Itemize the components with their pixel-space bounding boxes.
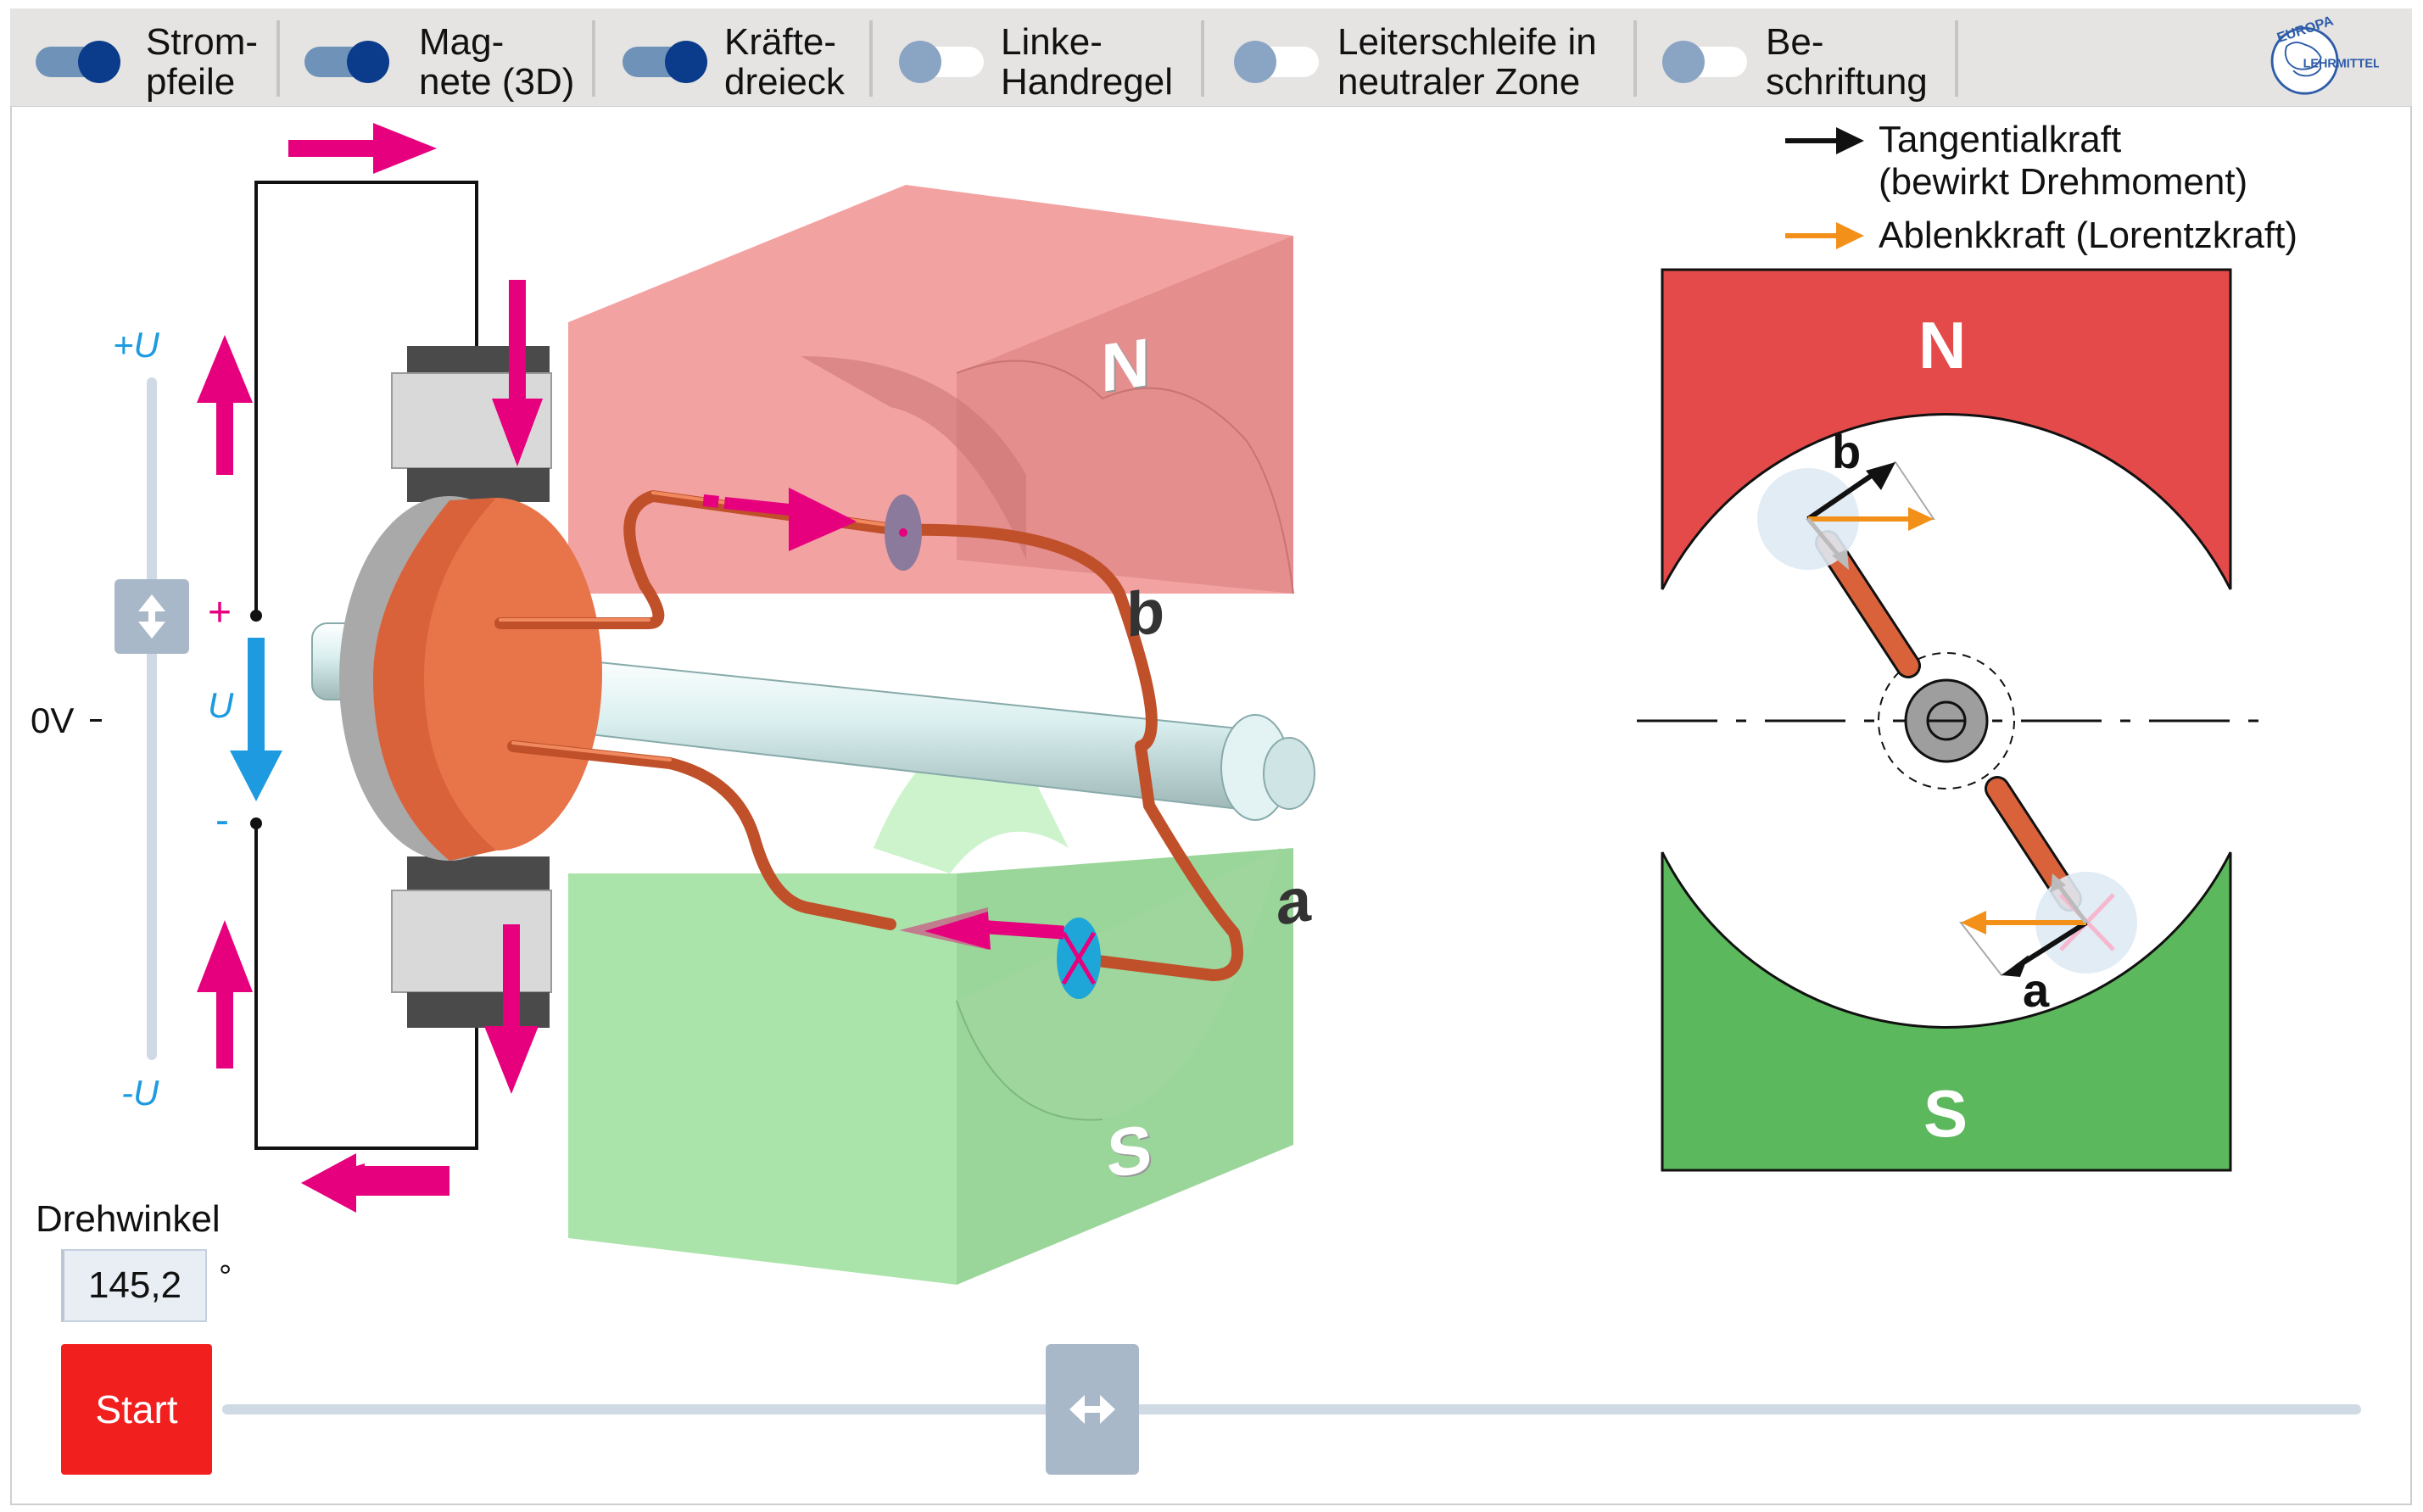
south-label-3d: S [1107, 1110, 1153, 1192]
legend-tangential-note: (bewirkt Drehmoment) [1879, 161, 2248, 203]
toolbar-divider [1201, 20, 1204, 97]
lower-brush [391, 856, 552, 1028]
toggle-label: Strom-pfeile [146, 21, 258, 103]
voltage-zero-tick [90, 719, 102, 722]
south-label-2d: S [1923, 1076, 1968, 1151]
circuit-wires [254, 181, 478, 1150]
current-cone-b [702, 488, 857, 551]
toolbar-divider [869, 20, 873, 97]
north-label-3d: N [1101, 323, 1150, 407]
conductor-b-label-3d: b [1126, 574, 1165, 651]
toggle-label: Be-schriftung [1766, 21, 1928, 103]
toggle-switch[interactable] [36, 41, 120, 83]
legend-lorentz-arrow [1785, 222, 1864, 249]
toggle-switch[interactable] [1662, 41, 1747, 83]
toolbar-divider [592, 20, 595, 97]
toggle-label: Kräfte-dreieck [724, 21, 845, 103]
updown-arrows-icon [138, 594, 165, 639]
angle-value-field[interactable]: 145,2 [61, 1249, 207, 1322]
toggle-magnete-3d[interactable]: Mag-nete (3D) [304, 8, 593, 107]
toolbar-divider [1955, 20, 1958, 97]
legend-tangential-label: Tangentialkraft [1879, 119, 2122, 160]
toolbar: Strom-pfeile Mag-nete (3D) Kräfte-dreiec… [10, 8, 2412, 107]
voltage-min-label: -U [121, 1073, 159, 1113]
europa-lehrmittel-logo: EUROPA LEHRMITTEL [2270, 14, 2379, 95]
legend-tangential-arrow [1785, 127, 1864, 154]
south-magnet-3d [568, 736, 1293, 1285]
voltage-max-label: +U [113, 325, 159, 365]
logo-text-bottom: LEHRMITTEL [2303, 57, 2379, 70]
toolbar-divider [276, 20, 280, 97]
angle-unit: ° [219, 1259, 232, 1295]
toggle-beschriftung[interactable]: Be-schriftung [1662, 8, 1968, 107]
toggle-switch[interactable] [622, 41, 707, 83]
north-magnet-3d [568, 185, 1294, 594]
leftright-arrows-icon [1069, 1395, 1115, 1424]
voltage-u-label: U [208, 685, 234, 725]
voltage-arrow [230, 638, 282, 801]
conductor-a-label-2d: a [2023, 963, 2050, 1017]
terminal-minus-label: - [215, 798, 229, 843]
current-arrow-bottom [301, 1153, 449, 1213]
conductor-a-label-3d: a [1276, 863, 1312, 939]
magnet-2d-view [1637, 268, 2263, 1172]
conductor-b-marker [885, 494, 922, 571]
toggle-label: Mag-nete (3D) [419, 21, 575, 103]
toggle-switch[interactable] [304, 41, 389, 83]
toggle-switch[interactable] [1234, 41, 1319, 83]
conductor-b-label-2d: b [1832, 425, 1862, 478]
angle-label: Drehwinkel [36, 1198, 221, 1240]
conductor-a-marker [1057, 918, 1101, 999]
current-cone-a [899, 907, 1064, 950]
toggle-linke-handregel[interactable]: Linke-Handregel [899, 8, 1196, 107]
voltage-slider-thumb[interactable] [114, 579, 189, 654]
start-button[interactable]: Start [61, 1344, 212, 1475]
terminal-minus-dot [250, 817, 262, 829]
toggle-kraeftedreieck[interactable]: Kräfte-dreieck [622, 8, 877, 107]
terminal-plus-label: + [208, 590, 232, 635]
voltage-zero-label: 0V [31, 700, 75, 740]
rotation-slider-thumb[interactable] [1046, 1344, 1139, 1475]
commutator-disc [339, 496, 602, 861]
rotation-slider-track[interactable] [222, 1404, 2361, 1414]
conductor-loop [494, 490, 1243, 981]
legend-lorentz-label: Ablenkkraft (Lorentzkraft) [1879, 215, 2297, 256]
toolbar-divider [1633, 20, 1637, 97]
toggle-stromppfeile[interactable]: Strom-pfeile [36, 8, 282, 107]
terminal-plus-dot [250, 610, 262, 622]
north-label-2d: N [1918, 308, 1967, 382]
toggle-switch[interactable] [899, 41, 984, 83]
toggle-label: Linke-Handregel [1001, 21, 1174, 103]
voltage-slider-track[interactable] [147, 377, 157, 1060]
